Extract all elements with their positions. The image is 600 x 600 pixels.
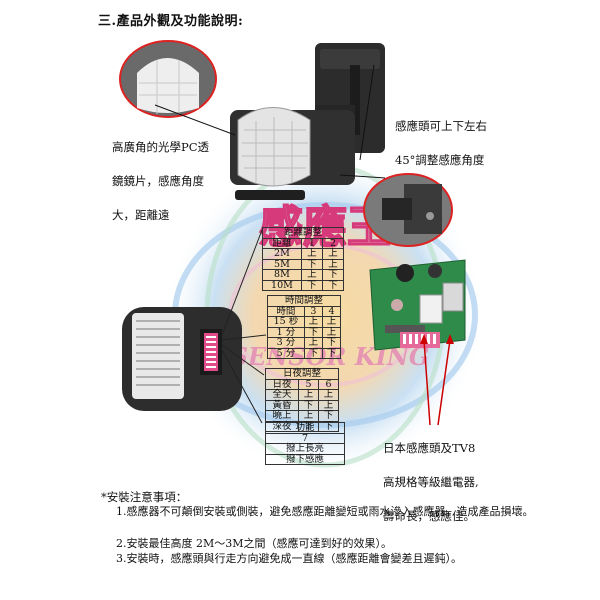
table-cell: 撥上長亮 [265, 443, 345, 455]
table-cell: 上 [303, 337, 323, 349]
distance-header-0: 距離 [262, 237, 302, 249]
lens-line-3: 大，距離遠 [112, 208, 170, 222]
table-cell: 全天 [264, 389, 300, 401]
table-cell: 下 [321, 279, 345, 291]
daynight-table-title: 日夜調整 [265, 368, 339, 380]
table-cell: 上 [298, 389, 320, 401]
table-cell: 5M [262, 258, 302, 270]
distance-table-title: 距離調整 [262, 227, 344, 239]
table-cell: 下 [300, 279, 323, 291]
lens-pointer-line [154, 104, 236, 136]
section-heading: 三.產品外觀及功能說明: [98, 14, 244, 29]
back-panel-image [122, 307, 242, 411]
table-cell: 上 [321, 248, 345, 260]
table-cell: 上 [303, 316, 323, 328]
table-cell: 下 [321, 347, 342, 359]
table-cell: 下 [303, 326, 323, 338]
pivot-pointer-lines [339, 64, 386, 179]
table-cell: 15 秒 [267, 316, 305, 328]
table-cell: 8M [262, 269, 302, 281]
time-header-2: 4 [321, 305, 342, 317]
table-cell: 撥下感應 [265, 453, 345, 465]
distance-header-2: 2 [321, 237, 345, 249]
circuit-board-image [369, 259, 466, 351]
pivot-zoom-image [363, 173, 453, 247]
angle-description: 感應頭可上下左右 45°調整感應角度 [395, 101, 505, 186]
note-item-1: 1.感應器不可顛倒安裝或側裝，避免感應距離變短或雨水滲入感應器，造成產品損壞。 [116, 505, 534, 518]
table-cell: 1 分 [267, 326, 305, 338]
notes-title: *安裝注意事項： [101, 490, 188, 504]
lens-description: 高廣角的光學PC透 鏡鏡片，感應角度 大，距離遠 [112, 122, 222, 241]
time-table-title: 時間調整 [267, 295, 341, 307]
table-cell: 下 [303, 347, 323, 359]
table-cell: 下 [321, 337, 342, 349]
daynight-header-1: 5 [298, 378, 320, 390]
table-cell: 上 [298, 410, 320, 422]
relay-description: 日本感應頭及TV8 高規格等級繼電器, 壽命長，感應佳。 [383, 423, 503, 542]
dip-pointer-lines [222, 229, 267, 424]
table-cell: 下 [298, 399, 320, 411]
daynight-header-0: 日夜 [264, 378, 300, 390]
angle-line-1: 感應頭可上下左右 [395, 119, 487, 133]
time-header-0: 時間 [267, 305, 305, 317]
function-header: 7 [265, 432, 345, 444]
daynight-header-2: 6 [318, 378, 339, 390]
table-cell: 3 分 [267, 337, 305, 349]
lens-zoom-image [119, 40, 217, 118]
table-cell: 下 [321, 269, 345, 281]
sensor-product-image [230, 43, 385, 200]
note-item-2: 2.安裝最佳高度 2M～3M之間（感應可達到好的效果）。 [116, 537, 393, 550]
table-cell: 上 [321, 258, 345, 270]
table-cell: 上 [321, 326, 342, 338]
function-table-title: 功能 [265, 422, 345, 434]
relay-pointer-arrows [420, 334, 454, 426]
table-cell: 下 [318, 410, 339, 422]
relay-line-2: 高規格等級繼電器, [383, 475, 479, 489]
table-cell: 曉上 [264, 410, 300, 422]
table-cell: 上 [321, 316, 342, 328]
distance-header-1: 1 [300, 237, 323, 249]
lens-line-1: 高廣角的光學PC透 [112, 140, 210, 154]
table-cell: 2M [262, 248, 302, 260]
table-cell: 上 [300, 248, 323, 260]
relay-line-1: 日本感應頭及TV8 [383, 441, 476, 455]
table-cell: 上 [318, 399, 339, 411]
table-cell: 10M [262, 279, 302, 291]
note-item-3: 3.安裝時，感應頭與行走方向避免成一直線（感應距離會變差且遲鈍）。 [116, 552, 462, 565]
table-cell: 5 分 [267, 347, 305, 359]
function-setting-table: 功能 7 撥上長亮 撥下感應 [265, 422, 345, 465]
lens-line-2: 鏡鏡片，感應角度 [112, 174, 204, 188]
table-cell: 黃昏 [264, 399, 300, 411]
time-header-1: 3 [303, 305, 323, 317]
relay-line-3: 壽命長，感應佳。 [383, 509, 475, 523]
table-cell: 上 [300, 269, 323, 281]
angle-line-2: 45°調整感應角度 [395, 153, 485, 167]
table-cell: 下 [300, 258, 323, 270]
time-setting-table: 時間調整 時間 3 4 15 秒上上 1 分下上 3 分上下 5 分下下 [267, 295, 342, 359]
table-cell: 上 [318, 389, 339, 401]
